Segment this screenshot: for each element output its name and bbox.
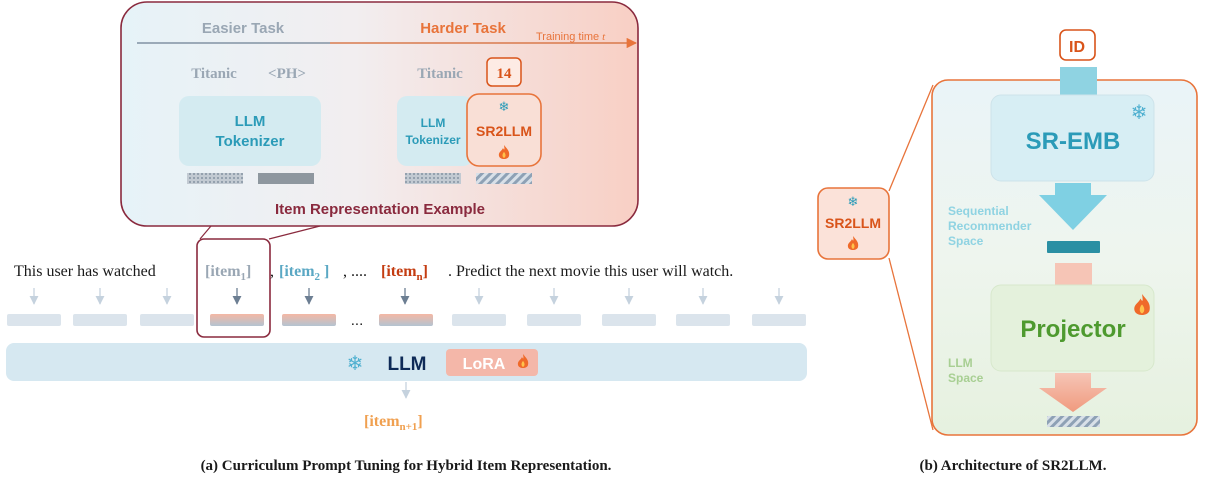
lora-fire-icon: [517, 354, 529, 368]
token-embedding-dotted-1: [187, 173, 243, 184]
titanic-hard: Titanic: [417, 66, 463, 82]
projector-box: [990, 284, 1155, 372]
sr-embedding-hatched: [476, 173, 532, 184]
harder-task-label: Harder Task: [420, 20, 506, 37]
sr2llm-side-box: [817, 187, 890, 260]
sr2llm-label: SR2LLM: [476, 123, 532, 139]
llm-space-line2: Space: [948, 371, 984, 385]
embedding-ellipsis: ...: [351, 312, 364, 329]
sr2llm-side-fire-icon: [847, 236, 859, 250]
sr-emb-label: SR-EMB: [1026, 128, 1121, 155]
placeholder-embedding: [258, 173, 314, 184]
easier-task-label: Easier Task: [202, 20, 285, 37]
seq-space-line2: Recommender: [948, 219, 1032, 233]
caption-a: (a) Curriculum Prompt Tuning for Hybrid …: [201, 458, 612, 474]
token-arrows: [29, 288, 784, 305]
connector-right: [268, 225, 321, 240]
sr-emb-down-arrow: [1039, 183, 1107, 230]
id-token-box: [486, 57, 522, 87]
projector-input-bar: [1055, 263, 1092, 285]
llm-bar: [6, 343, 807, 381]
projector-label: Projector: [1020, 316, 1125, 343]
sep-1: ,: [270, 263, 274, 280]
caption-b: (b) Architecture of SR2LLM.: [920, 458, 1107, 474]
llm-tokenizer-line2: Tokenizer: [216, 133, 285, 150]
connector-left: [199, 225, 212, 240]
item1-highlight: [196, 238, 271, 338]
itemn-token: [itemn]: [381, 263, 428, 283]
llm-snowflake-icon: ❄: [347, 351, 364, 375]
id-token-value: 14: [497, 66, 513, 82]
llm-label: LLM: [387, 354, 426, 375]
fire-icon: [498, 145, 510, 159]
id-input-label: ID: [1069, 39, 1085, 56]
seq-space-line3: Space: [948, 234, 984, 248]
llm-space-line1: LLM: [948, 356, 973, 370]
lora-box: [446, 349, 538, 376]
sequential-embedding-bar: [1047, 241, 1100, 253]
lora-label: LoRA: [463, 356, 506, 373]
llm-tokenizer-small-line2: Tokenizer: [405, 133, 460, 147]
token-embedding-dotted-2: [405, 173, 461, 184]
llm-tokenizer-line1: LLM: [235, 113, 266, 130]
seq-space-line1: Sequential: [948, 204, 1009, 218]
sr2llm-box: [466, 93, 542, 167]
projector-down-arrow: [1039, 373, 1107, 412]
sr2llm-side-label: SR2LLM: [825, 215, 881, 231]
token-embeddings: [7, 314, 806, 326]
prompt-suffix: . Predict the next movie this user will …: [448, 263, 733, 280]
example-title: Item Representation Example: [275, 201, 485, 218]
sr-emb-box: [990, 94, 1155, 182]
item1-token: [item1]: [205, 263, 251, 283]
llm-embedding-output: [1047, 416, 1100, 427]
sep-2: , ....: [343, 263, 367, 280]
next-item-token: [itemn+1]: [364, 413, 423, 433]
item2-token: [item2 ]: [279, 263, 329, 283]
id-input-box: [1059, 29, 1096, 61]
llm-tokenizer-small-line1: LLM: [421, 116, 446, 130]
connector-bottom: [888, 257, 934, 431]
sr-emb-snowflake-icon: ❄: [1131, 100, 1148, 124]
sr2llm-side-snowflake-icon: ❄: [848, 195, 859, 210]
connector-top: [888, 84, 934, 192]
id-flow-bar: [1060, 67, 1097, 95]
placeholder-token: <PH>: [268, 66, 306, 82]
projector-fire-icon: [1134, 294, 1150, 315]
snowflake-icon: ❄: [499, 100, 510, 115]
llm-tokenizer-box: [179, 96, 321, 166]
titanic-easy: Titanic: [191, 66, 237, 82]
prompt-sentence: This user has watched: [14, 263, 156, 280]
llm-tokenizer-small-box: [397, 96, 473, 166]
